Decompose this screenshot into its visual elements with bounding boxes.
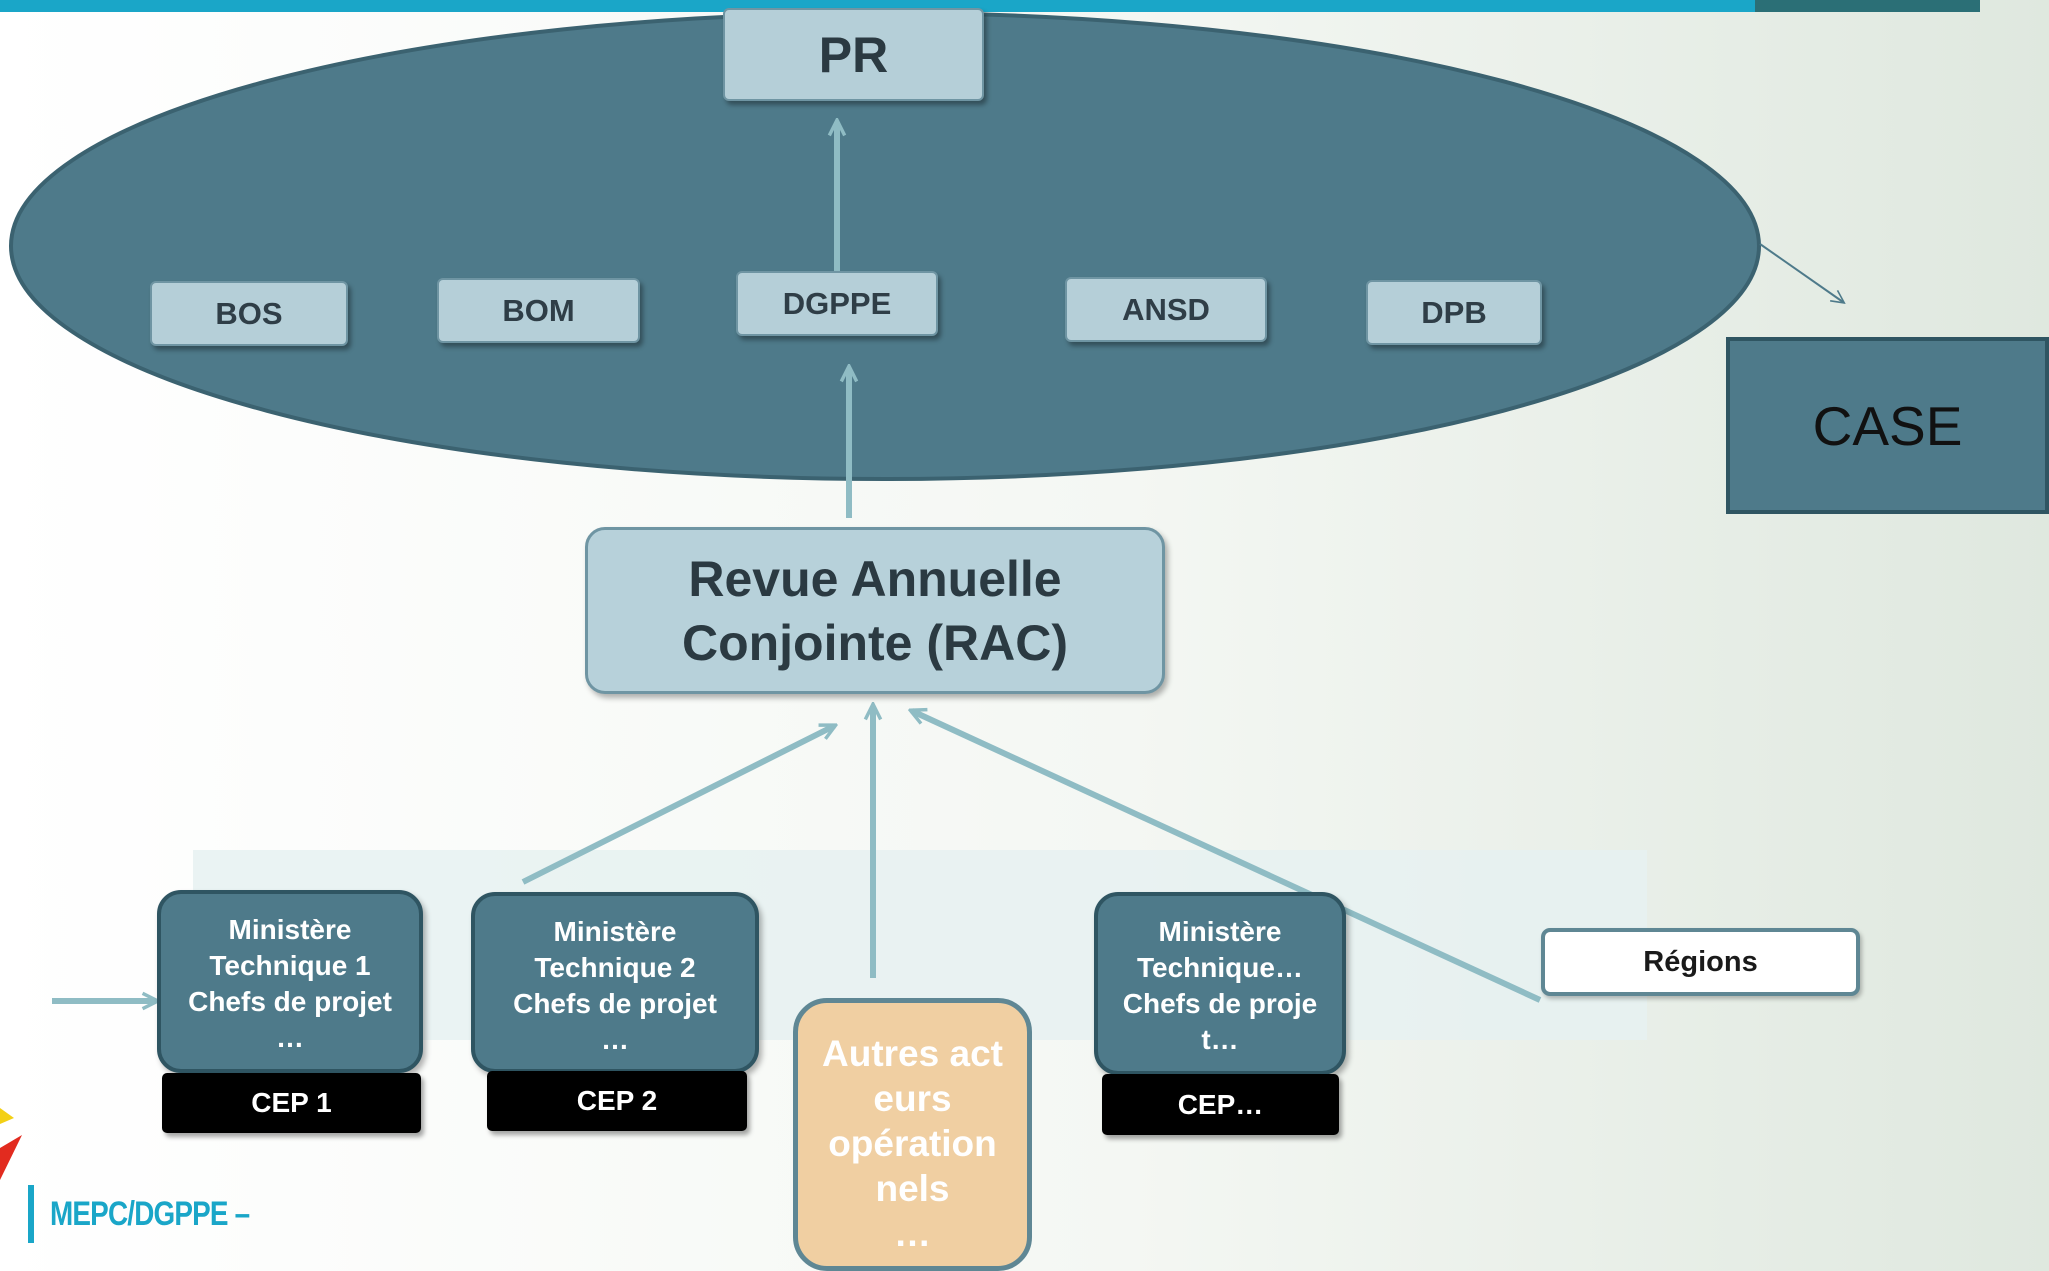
node-ansd-label: ANSD bbox=[1122, 291, 1210, 327]
node-pr-label: PR bbox=[818, 26, 889, 83]
node-bom-label: BOM bbox=[502, 292, 575, 328]
node-bos-label: BOS bbox=[215, 295, 283, 331]
footer-label: MEPC/DGPPE – bbox=[50, 1195, 250, 1233]
node-cep-n-label: CEP… bbox=[1177, 1088, 1264, 1120]
node-ministry-n: Ministère Technique… Chefs de proje t… bbox=[1094, 892, 1346, 1075]
node-dpb: DPB bbox=[1366, 280, 1542, 345]
top-accent-bar bbox=[0, 0, 1755, 12]
node-bos: BOS bbox=[150, 281, 348, 346]
logo-yellow-wedge bbox=[0, 1108, 14, 1124]
arrow-ellipse-to-case bbox=[1759, 243, 1843, 302]
node-cep-2: CEP 2 bbox=[487, 1071, 747, 1131]
node-autres-acteurs-label: Autres act eurs opération nels … bbox=[822, 1033, 1003, 1254]
node-dpb-label: DPB bbox=[1421, 294, 1487, 330]
node-ministry-1-label: Ministère Technique 1 Chefs de projet … bbox=[188, 914, 392, 1053]
footer-accent-bar bbox=[28, 1185, 34, 1243]
node-ministry-2-label: Ministère Technique 2 Chefs de projet … bbox=[513, 916, 717, 1055]
node-cep-1-label: CEP 1 bbox=[251, 1087, 332, 1118]
node-cep-2-label: CEP 2 bbox=[576, 1085, 658, 1116]
node-ministry-1: Ministère Technique 1 Chefs de projet … bbox=[157, 890, 423, 1073]
node-regions-label: Régions bbox=[1643, 945, 1758, 978]
node-dgppe-label: DGPPE bbox=[782, 285, 892, 321]
top-accent-bar-dark bbox=[1755, 0, 1980, 12]
node-dgppe: DGPPE bbox=[736, 271, 938, 336]
logo-red-wedge bbox=[0, 1135, 22, 1180]
arrow-regions-to-rac bbox=[912, 711, 1542, 1003]
node-ministry-2: Ministère Technique 2 Chefs de projet … bbox=[471, 892, 759, 1073]
node-regions: Régions bbox=[1541, 928, 1860, 996]
node-ministry-n-label: Ministère Technique… Chefs de proje t… bbox=[1122, 916, 1318, 1055]
node-cep-n: CEP… bbox=[1102, 1074, 1339, 1135]
arrow-mt2-to-rac bbox=[521, 723, 834, 885]
node-ansd: ANSD bbox=[1065, 277, 1267, 342]
node-autres-acteurs: Autres act eurs opération nels … bbox=[793, 998, 1032, 1271]
node-rac: Revue Annuelle Conjointe (RAC) bbox=[585, 527, 1165, 694]
node-pr: PR bbox=[723, 8, 984, 101]
node-rac-label: Revue Annuelle Conjointe (RAC) bbox=[681, 550, 1069, 671]
node-case-label: CASE bbox=[1812, 394, 1963, 457]
node-bom: BOM bbox=[437, 278, 640, 343]
node-case: CASE bbox=[1726, 337, 2049, 514]
node-cep-1: CEP 1 bbox=[162, 1073, 421, 1133]
